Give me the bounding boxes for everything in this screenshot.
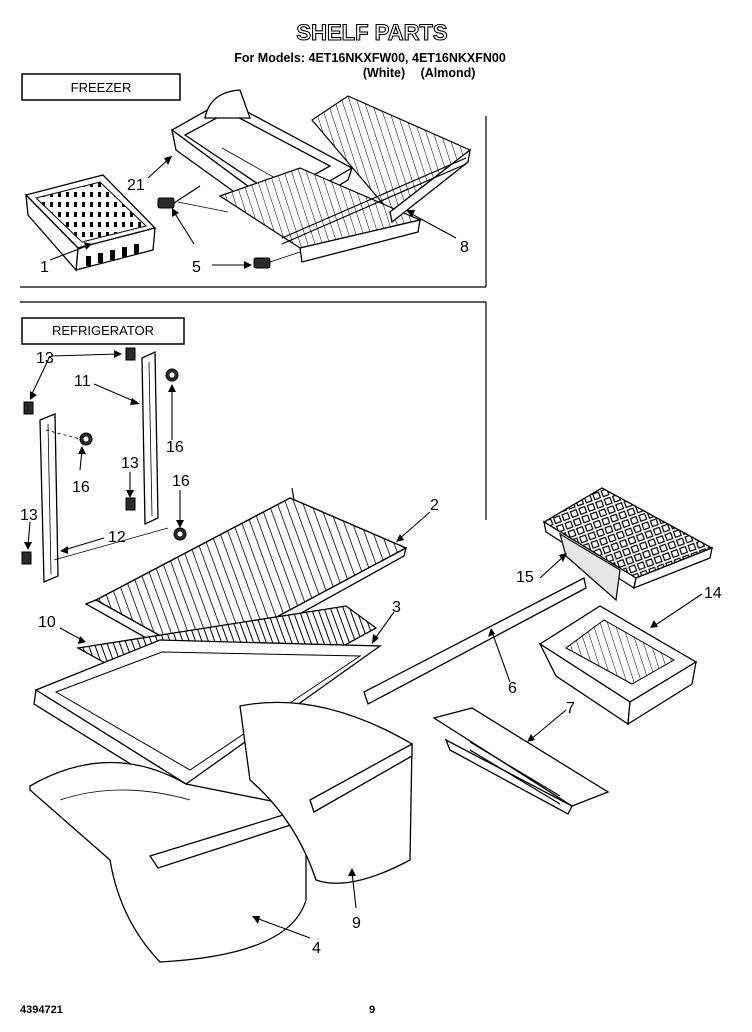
color-white: (White) <box>363 66 405 80</box>
callout-13-mid: 13 <box>121 455 139 472</box>
callout-16-lower: 16 <box>172 473 190 490</box>
screw-lower <box>173 527 187 541</box>
rail-clip-left <box>23 401 34 415</box>
callout-9: 9 <box>352 915 361 932</box>
screw-top <box>165 368 179 382</box>
freezer-wire-shelf <box>218 95 472 263</box>
models-line: For Models: 4ET16NKXFW00, 4ET16NKXFN00 <box>234 51 506 65</box>
rail-clip-bottom <box>21 551 32 565</box>
vertical-rail-front <box>39 413 59 583</box>
page-title: SHELF PARTS <box>296 20 447 45</box>
freezer-label-box: FREEZER <box>21 73 181 101</box>
callout-7: 7 <box>566 700 575 717</box>
color-almond: (Almond) <box>421 66 476 80</box>
callout-16-top: 16 <box>166 439 184 456</box>
callout-21: 21 <box>127 177 145 194</box>
meat-keeper-cover <box>542 487 714 602</box>
refrigerator-label: REFRIGERATOR <box>52 323 154 338</box>
callout-2: 2 <box>430 497 439 514</box>
freezer-frame <box>20 116 487 520</box>
refrigerator-label-box: REFRIGERATOR <box>21 317 185 345</box>
callout-8: 8 <box>460 239 469 256</box>
leader-lines <box>24 155 703 939</box>
ice-tray <box>24 174 157 272</box>
freezer-label: FREEZER <box>71 80 132 95</box>
callout-12: 12 <box>108 529 126 546</box>
callout-5: 5 <box>192 259 201 276</box>
footer-page-number: 9 <box>369 1004 375 1016</box>
callout-13-top: 13 <box>36 350 54 367</box>
rail-clip-top <box>125 347 136 361</box>
callout-6: 6 <box>508 680 517 697</box>
meat-keeper-pan <box>538 605 698 726</box>
callout-10: 10 <box>38 614 56 631</box>
rail-clip-mid <box>125 497 136 511</box>
callout-11: 11 <box>74 373 91 390</box>
callout-14: 14 <box>704 585 722 602</box>
glide-track <box>432 707 610 815</box>
callout-13-bottom: 13 <box>20 507 38 524</box>
footer-part-number: 4394721 <box>20 1004 63 1016</box>
callout-4: 4 <box>312 940 321 957</box>
screw-left <box>79 432 93 446</box>
shelf-trim-strip <box>363 577 587 705</box>
callout-16-left: 16 <box>72 479 90 496</box>
shelf-pin-lower <box>253 251 301 269</box>
crisper-drawer-right <box>239 701 413 884</box>
vertical-rail-rear <box>141 350 159 526</box>
callout-3: 3 <box>392 599 401 616</box>
callout-1: 1 <box>40 259 49 276</box>
crisper-drawer-left <box>29 761 307 963</box>
callout-15: 15 <box>516 569 534 586</box>
shelf-pin-upper <box>157 185 229 213</box>
